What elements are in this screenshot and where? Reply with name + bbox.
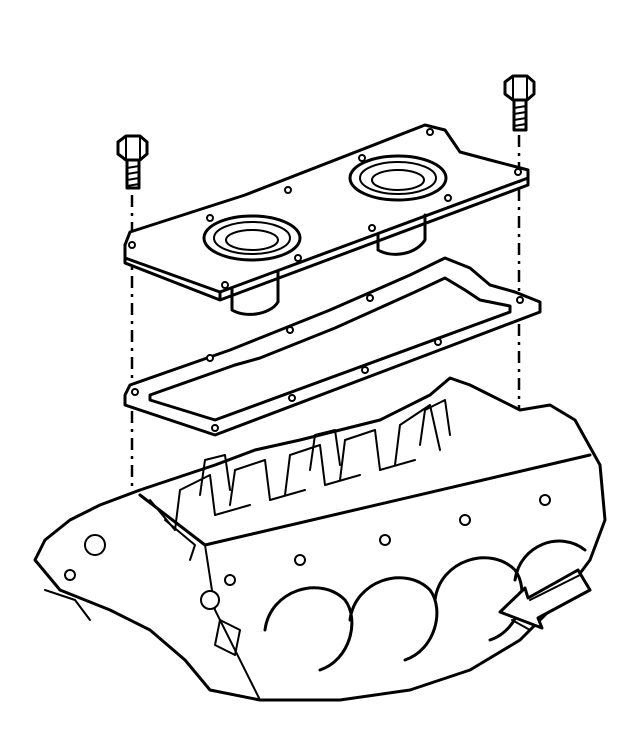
bore-1 (263, 586, 354, 672)
seal-ring-right (348, 154, 448, 202)
bolt-left-thread (126, 165, 140, 187)
gasket-inner-bead (148, 276, 512, 422)
deck-bolt-holes (200, 494, 551, 610)
seal-ring-left (202, 214, 302, 262)
plate-edge (123, 176, 530, 302)
gasket (123, 256, 542, 437)
gasket-bolt-holes (131, 294, 524, 432)
lifter-bosses (199, 399, 451, 496)
bolt-right-thread (513, 105, 527, 127)
lower-boss-left (230, 270, 280, 316)
engine-block (33, 376, 607, 702)
valley-floor (214, 459, 416, 516)
bolt-left-head (116, 134, 149, 162)
gasket-outer (123, 256, 542, 437)
bolt-left (116, 134, 149, 190)
bolt-right-head (503, 74, 536, 102)
front-edge (204, 544, 261, 701)
bore-3 (433, 556, 524, 642)
valley-walls (149, 404, 441, 531)
bore-4 (513, 539, 587, 582)
bolt-right (503, 74, 536, 132)
cylinder-bores (263, 539, 587, 672)
lower-boss-right (376, 213, 427, 256)
front-direction-arrow-icon (498, 568, 592, 631)
plate-bolt-holes (128, 128, 522, 289)
block-side-features (44, 519, 241, 656)
cover-plate (123, 123, 530, 316)
bore-2 (348, 576, 439, 662)
block-outline (33, 376, 607, 702)
